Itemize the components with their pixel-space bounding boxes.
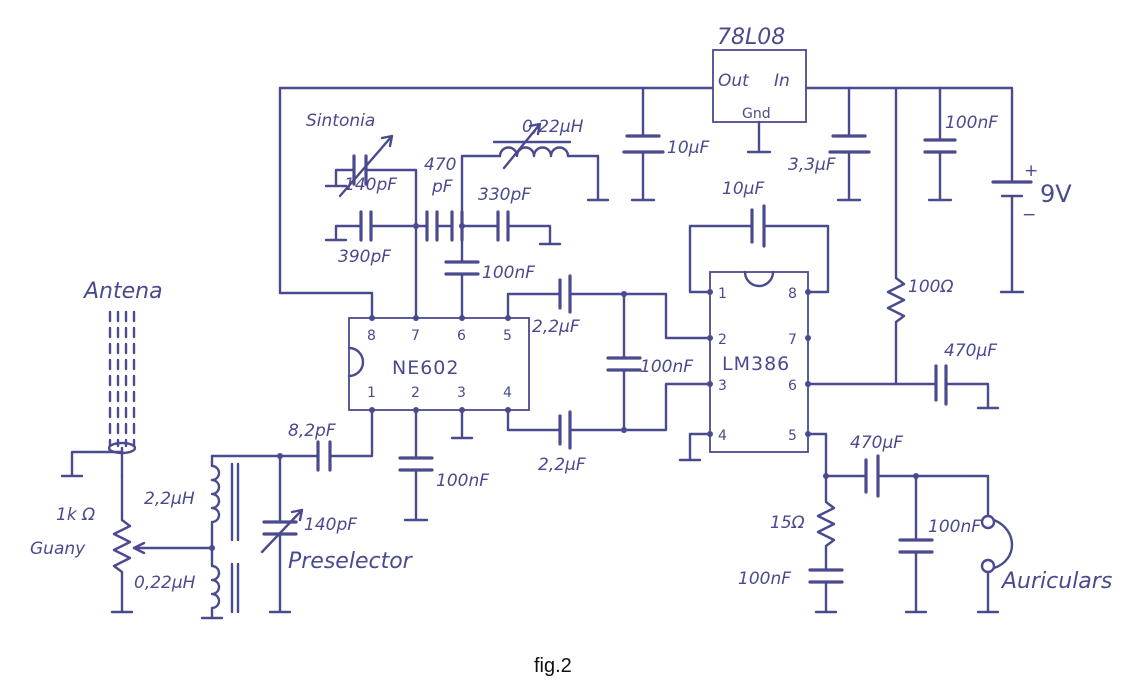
label-140pf-tuning: 140pF xyxy=(344,175,397,195)
label-100-ohm: 100Ω xyxy=(908,277,953,297)
capacitor-10uf-gain: 10µF xyxy=(688,179,830,294)
lm386-pin-4: 4 xyxy=(718,428,727,444)
label-100nf-mid: 100nF xyxy=(640,357,693,377)
ne602-pin-7: 7 xyxy=(411,328,420,344)
label-3-3uf: 3,3µF xyxy=(788,155,836,175)
antenna: Antena xyxy=(60,279,163,478)
ne602-pin-6: 6 xyxy=(457,328,466,344)
label-preselector: Preselector xyxy=(288,549,414,574)
label-gain: Guany xyxy=(30,539,86,559)
resistor-100-ohm: 100Ω xyxy=(886,86,953,386)
label-100nf-supply: 100nF xyxy=(945,113,998,133)
lm386-pin-8: 8 xyxy=(788,286,797,302)
regulator-in-label: In xyxy=(774,71,790,91)
capacitor-100nf-supply: 100nF xyxy=(923,86,998,202)
capacitor-470uf-supply: 470µF xyxy=(806,341,1000,410)
battery-minus: − xyxy=(1022,205,1036,225)
label-470uf-supply: 470µF xyxy=(944,341,997,361)
label-2-2uf-top: 2,2µF xyxy=(532,317,580,337)
label-100nf-osc: 100nF xyxy=(482,263,535,283)
label-antenna: Antena xyxy=(82,279,163,304)
input-capacitors: 8,2pF 140pF Preselector xyxy=(210,408,414,614)
lm386-pin-6: 6 xyxy=(788,378,797,394)
label-1k-ohm: 1k Ω xyxy=(56,505,95,525)
input-coils: 2,2µH 0,22µH xyxy=(134,454,240,620)
label-10uf-gain: 10µF xyxy=(722,179,764,199)
label-0-22uh-osc: 0,22µH xyxy=(522,117,584,137)
label-100nf-zobel: 100nF xyxy=(738,569,791,589)
ne602-pin-3: 3 xyxy=(457,385,466,401)
label-100nf-pin2: 100nF xyxy=(436,471,489,491)
lm386-pin-5: 5 xyxy=(788,428,797,444)
label-0-22uh-input: 0,22µH xyxy=(134,573,196,593)
label-470-top: 470 xyxy=(424,155,456,175)
ne602-label: NE602 xyxy=(392,357,459,379)
coupling-capacitors: 2,2µF 2,2µF 100nF xyxy=(506,274,712,475)
regulator-78l08: 78L08 Out In Gnd xyxy=(712,25,807,154)
lm386-pin-1: 1 xyxy=(718,286,727,302)
lm386-chip: LM386 1 2 3 4 8 7 6 5 xyxy=(707,270,811,453)
lm386-pin-2: 2 xyxy=(718,332,727,348)
ne602-chip: NE602 8 7 6 5 1 2 3 4 xyxy=(347,315,530,413)
ne602-pin-4: 4 xyxy=(503,385,512,401)
regulator-gnd-label: Gnd xyxy=(742,106,771,122)
gain-potentiometer: 1k Ω Guany xyxy=(30,474,214,614)
label-470uf-out: 470µF xyxy=(850,433,903,453)
label-15-ohm: 15Ω xyxy=(770,513,805,533)
label-tuning: Sintonia xyxy=(306,111,375,131)
label-390pf: 390pF xyxy=(338,247,391,267)
battery-plus: + xyxy=(1024,161,1038,181)
lm386-label: LM386 xyxy=(722,353,790,375)
ne602-pin-5: 5 xyxy=(503,328,512,344)
battery-9v: + − 9V xyxy=(991,161,1072,294)
label-2-2uf-bottom: 2,2µF xyxy=(538,455,586,475)
regulator-out-label: Out xyxy=(718,71,750,91)
label-100nf-out: 100nF xyxy=(928,517,981,537)
supply-rail xyxy=(278,86,1014,319)
ne602-pin-2: 2 xyxy=(411,385,420,401)
label-330pf: 330pF xyxy=(478,185,531,205)
figure-caption: fig.2 xyxy=(534,655,572,677)
ne602-pin-1: 1 xyxy=(367,385,376,401)
regulator-name: 78L08 xyxy=(717,25,785,50)
ne602-pin-8: 8 xyxy=(367,328,376,344)
output-stage: 470µF 15Ω 100nF 100nF Auriculars xyxy=(738,432,1112,614)
label-140pf-preselector: 140pF xyxy=(304,515,357,535)
label-8-2pf: 8,2pF xyxy=(288,421,336,441)
lm386-pin-7: 7 xyxy=(788,332,797,348)
oscillator-network: Sintonia 140pF 390pF 470 pF 330pF 100nF … xyxy=(306,111,610,320)
label-2-2uh-input: 2,2µH xyxy=(144,489,195,509)
capacitor-3-3uf: 3,3µF xyxy=(788,86,871,202)
capacitor-100nf-pin2: 100nF xyxy=(398,408,489,522)
battery-label: 9V xyxy=(1040,180,1072,208)
label-470-unit: pF xyxy=(431,177,453,197)
lm386-pin-3: 3 xyxy=(718,378,727,394)
label-headphones: Auriculars xyxy=(1000,569,1112,594)
label-10uf-regulator: 10µF xyxy=(667,138,709,158)
capacitor-10uf-regulator: 10µF xyxy=(622,86,709,202)
